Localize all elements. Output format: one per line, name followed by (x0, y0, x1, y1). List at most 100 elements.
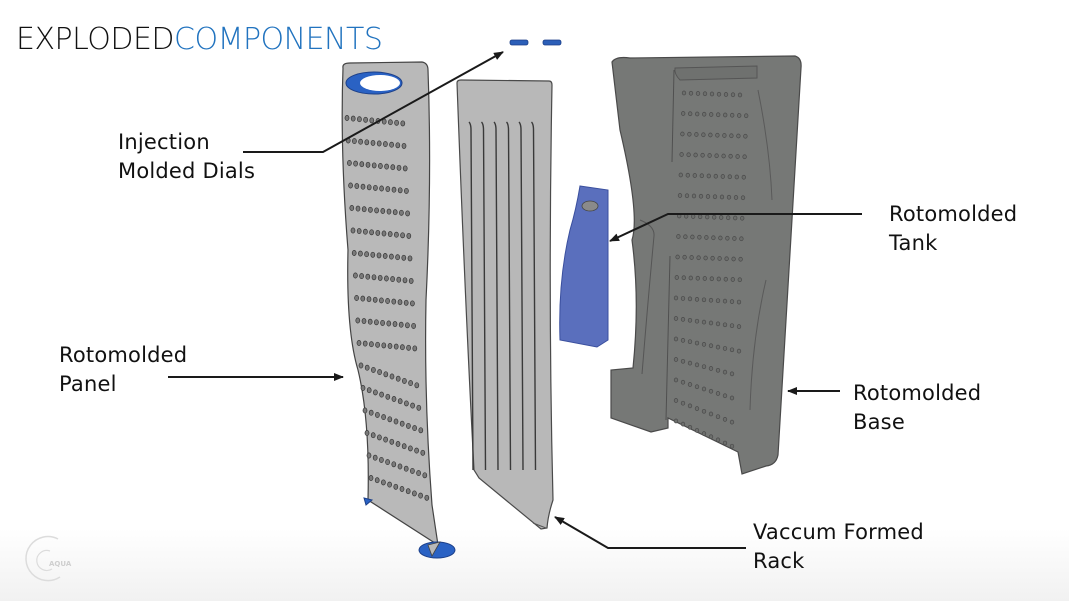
hole (377, 274, 383, 281)
hole (708, 297, 714, 303)
hole (698, 193, 704, 199)
hole (387, 481, 392, 488)
hole (701, 364, 707, 370)
hole (394, 119, 399, 126)
hole (391, 186, 397, 193)
hole (367, 318, 373, 325)
hole (370, 432, 376, 439)
hole (701, 319, 707, 325)
hole (353, 160, 358, 167)
hole (701, 132, 706, 138)
hole (736, 133, 741, 139)
hole (372, 454, 378, 461)
hole (385, 186, 391, 193)
hole (348, 182, 353, 189)
hole (364, 251, 369, 258)
hole (708, 434, 714, 440)
hole (376, 140, 382, 147)
hole (711, 235, 716, 241)
rack-rib (493, 121, 499, 471)
hole (694, 340, 700, 346)
hole (705, 214, 710, 220)
logo-text: AQUA (49, 560, 72, 568)
rack-rib (518, 121, 524, 471)
hole (694, 406, 700, 411)
hole (715, 321, 721, 327)
hole (388, 119, 393, 126)
hole (722, 369, 728, 375)
hole (673, 336, 679, 342)
hole (389, 253, 394, 260)
hole (350, 227, 356, 234)
hole (715, 391, 721, 396)
hole (384, 275, 389, 282)
hole (676, 234, 681, 239)
hole (397, 463, 403, 470)
hole (347, 160, 352, 166)
hole (412, 425, 417, 432)
hole (701, 342, 707, 347)
hole (366, 296, 372, 303)
hole (695, 111, 700, 117)
hole (684, 193, 690, 199)
label-line: Injection (118, 130, 210, 154)
hole (375, 411, 380, 418)
hole (708, 366, 714, 371)
hole (359, 161, 365, 168)
hole (701, 297, 707, 303)
hole (393, 483, 399, 490)
hole (383, 141, 388, 148)
rotomolded-panel (341, 61, 456, 559)
hole (687, 317, 693, 323)
hole (373, 389, 378, 396)
hole (729, 323, 735, 329)
hole (364, 430, 370, 436)
hole (392, 209, 398, 216)
hole (674, 275, 679, 280)
hole (402, 277, 408, 284)
hole (715, 132, 720, 138)
hole (381, 479, 386, 486)
hole (364, 139, 370, 146)
hole (701, 386, 707, 392)
hole (349, 205, 355, 211)
hole (717, 256, 722, 261)
hole (702, 91, 708, 97)
hole (695, 91, 701, 96)
hole (365, 161, 371, 168)
hole (732, 236, 737, 241)
hole (384, 163, 389, 170)
title-part-components: COMPONENTS (174, 22, 383, 57)
hole (680, 317, 686, 322)
hole (380, 208, 386, 214)
hole (709, 276, 714, 282)
rack-rib (505, 121, 512, 471)
hole (416, 470, 421, 477)
hole (688, 90, 694, 96)
hole (354, 295, 359, 301)
hole (356, 228, 362, 235)
hole (686, 152, 691, 158)
hole (374, 319, 379, 326)
hole (399, 209, 404, 216)
hole (678, 172, 683, 178)
hole (729, 133, 734, 139)
hole (744, 113, 749, 119)
hole (735, 154, 740, 159)
hole (720, 174, 725, 179)
hole (370, 251, 376, 258)
hole (715, 414, 721, 420)
hole (382, 253, 388, 259)
hole (729, 443, 735, 449)
label-line: Base (853, 410, 905, 434)
base-hole-grid (673, 90, 749, 449)
hole (716, 112, 721, 118)
hole (363, 116, 368, 123)
hole (730, 92, 736, 98)
hole (357, 116, 362, 123)
hole (358, 250, 363, 257)
hole (714, 153, 719, 159)
hole (730, 277, 735, 282)
